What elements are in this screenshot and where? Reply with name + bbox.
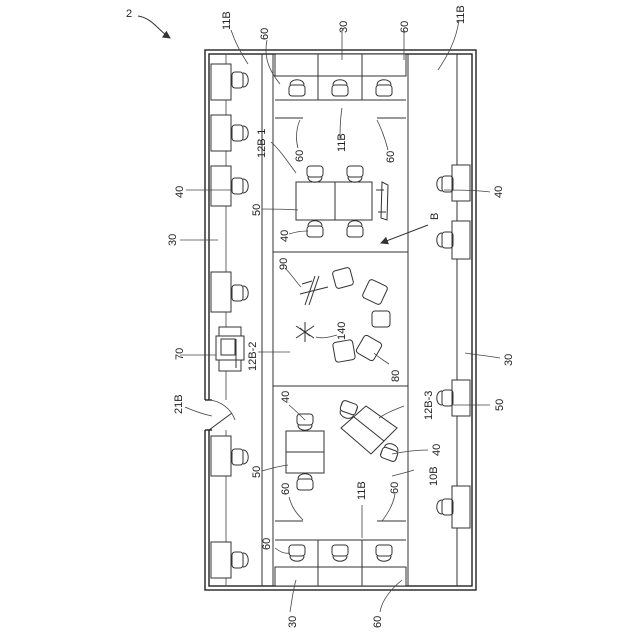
label-11b-lower: 11B [356,481,368,500]
label-60-lower-right: 60 [389,482,401,494]
figure-number: 2 [126,8,132,20]
coat-hanger [296,322,314,342]
label-140: 140 [336,322,348,340]
printer [216,327,244,371]
meeting-table-bottom [286,431,324,473]
label-60-top-right: 60 [399,21,411,33]
lounge-chairs [332,267,390,363]
label-12b2: 12B-2 [247,342,259,371]
label-60-bottom-left: 60 [261,538,273,550]
label-12b3: 12B-3 [423,391,435,420]
label-50-right: 50 [494,399,506,411]
stand-table-top [376,182,388,220]
label-40-lower-table: 40 [280,391,292,403]
door [209,400,235,430]
label-11b-top-right: 11B [455,5,467,24]
label-40-right-lower: 40 [431,444,443,456]
label-80: 80 [390,370,402,382]
view-arrow [381,225,428,243]
left-desks [211,64,231,578]
right-desks [452,165,470,528]
label-11b-top-left: 11B [221,11,233,30]
standing-table [300,276,328,305]
label-40-upper-table: 40 [279,230,291,242]
label-b: B [429,213,441,220]
label-50-upper: 50 [251,204,263,216]
label-40-left-upper: 40 [174,186,186,198]
label-11b-inner: 11B [336,133,348,152]
label-21b: 21B [173,394,185,414]
label-30-right: 30 [503,354,515,366]
figure-number-arrow [138,16,170,38]
label-30-top: 30 [338,21,350,33]
label-50-lower: 50 [251,466,263,478]
meeting-table-top [296,182,372,220]
label-30-left: 30 [167,234,179,246]
top-cubicles [275,54,406,118]
label-60-top-left: 60 [259,28,271,40]
bottom-cubicles [275,521,406,586]
label-90: 90 [278,258,290,270]
label-60-bottom-right: 60 [372,616,384,628]
label-70: 70 [174,348,186,360]
label-12b1: 12B-1 [256,129,268,158]
outer-wall [203,50,476,590]
label-60-lower-left: 60 [280,483,292,495]
label-30-bottom: 30 [287,616,299,628]
label-10b: 10B [428,466,440,486]
label-60-inner-right: 60 [385,151,397,163]
label-60-inner-left: 60 [294,150,306,162]
label-40-right-upper: 40 [493,186,505,198]
